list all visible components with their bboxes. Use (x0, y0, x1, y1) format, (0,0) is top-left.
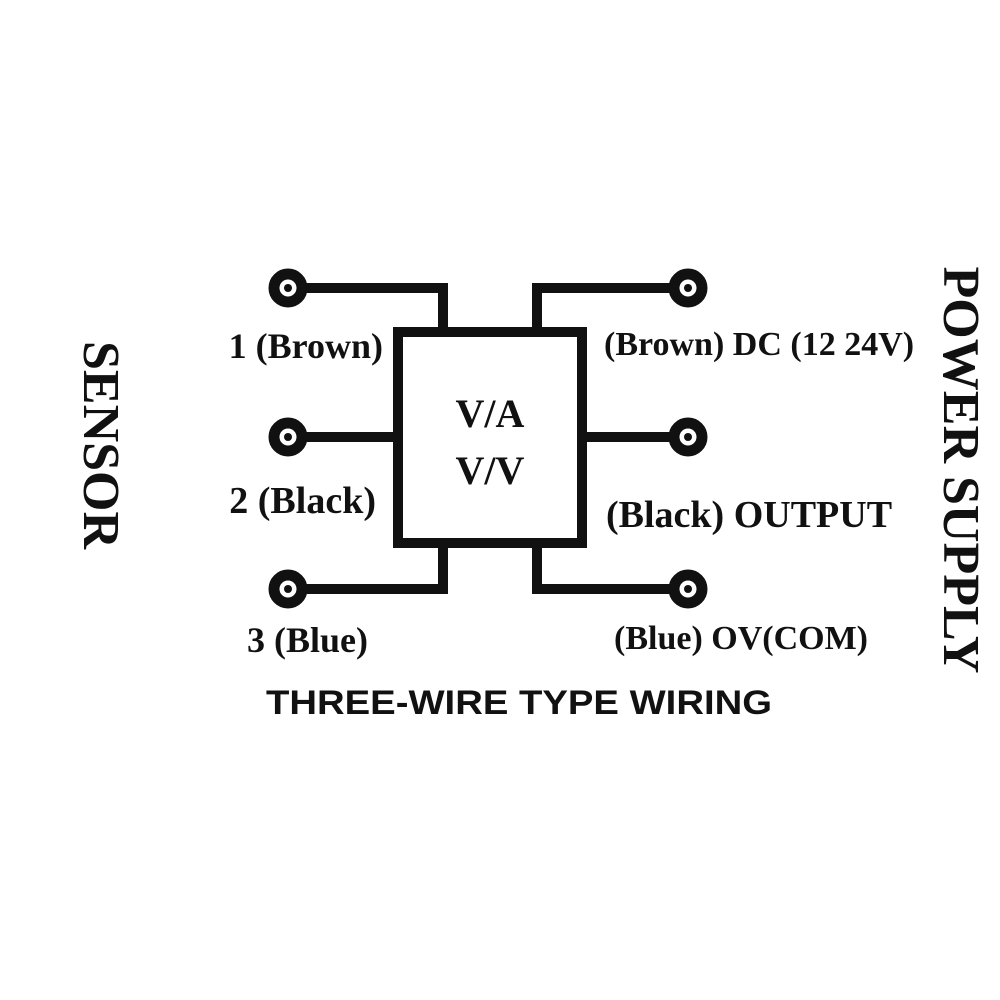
sensor-label: SENSOR (72, 341, 129, 551)
terminal-left-3 (268, 569, 308, 609)
terminal-right-3 (668, 569, 708, 609)
converter-box (393, 327, 587, 548)
wire-right-3 (532, 543, 676, 594)
terminal-left-1 (268, 268, 308, 308)
wire-left-3 (300, 543, 448, 594)
left-pin-label-3: 3 (Blue) (247, 620, 368, 660)
wire-left-1 (300, 283, 448, 332)
right-pin-label-2: (Black) OUTPUT (606, 494, 892, 536)
right-pin-label-3: (Blue) OV(COM) (614, 620, 868, 657)
diagram-caption: THREE-WIRE TYPE WIRING (266, 684, 772, 722)
terminal-left-2 (268, 417, 308, 457)
box-line-1: V/A (456, 391, 525, 436)
left-pin-label-2: 2 (Black) (229, 480, 376, 522)
power-supply-label: POWER SUPPLY (932, 267, 989, 674)
left-pin-label-1: 1 (Brown) (229, 326, 383, 366)
terminal-right-1 (668, 268, 708, 308)
wire-right-1 (532, 283, 676, 332)
right-pin-label-1: (Brown) DC (12 24V) (604, 326, 914, 363)
terminal-right-2 (668, 417, 708, 457)
box-line-2: V/V (456, 448, 525, 493)
